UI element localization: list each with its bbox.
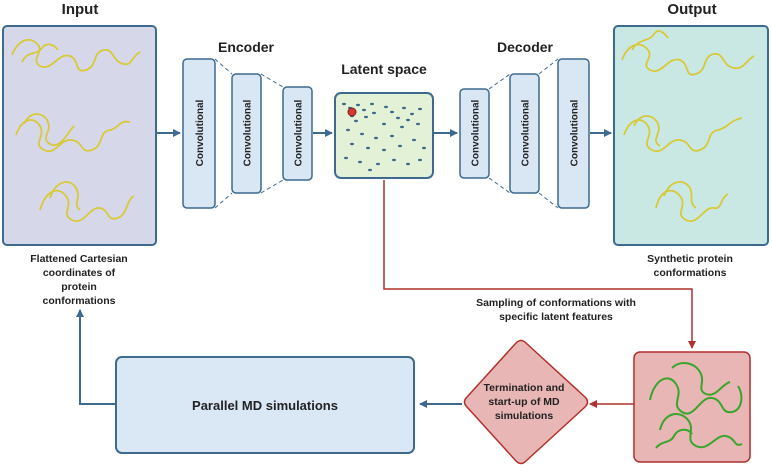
latent-heading: Latent space — [341, 61, 427, 77]
decoder-conv-label-3: Convolutional — [570, 99, 581, 166]
input-panel — [2, 25, 157, 246]
decoder-conv-label-2: Convolutional — [521, 99, 532, 166]
decoder-funnel-lines — [488, 58, 559, 209]
decoder-conv-layer-1 — [459, 88, 490, 179]
input-protein-structures — [11, 38, 141, 223]
output-caption-line-1: Synthetic protein — [647, 253, 733, 265]
encoder-conv-label-1: Convolutional — [195, 99, 206, 166]
output-caption: Synthetic protein conformations — [647, 253, 733, 279]
sampling-arrows — [383, 180, 696, 408]
decoder-conv-label-1: Convolutional — [471, 99, 482, 166]
encoder-conv-label-2: Convolutional — [243, 99, 254, 166]
input-caption-line-3: protein — [61, 281, 97, 293]
md-simulations-label: Parallel MD simulations — [192, 398, 338, 413]
latent-space-points — [342, 102, 426, 172]
encoder-heading: Encoder — [218, 39, 275, 55]
encoder-conv-layer-2 — [231, 73, 262, 194]
decoder-heading: Decoder — [497, 39, 554, 55]
termination-line-1: Termination and — [484, 382, 565, 394]
output-protein-structures — [621, 30, 755, 223]
sampled-protein-structure — [649, 362, 743, 449]
sampled-conformation-box — [633, 351, 751, 463]
sampling-caption: Sampling of conformations with specific … — [476, 297, 636, 323]
input-caption-line-2: coordinates of — [43, 267, 116, 279]
arrow-md-to-input — [76, 309, 116, 405]
latent-space-panel — [334, 92, 434, 179]
input-heading: Input — [62, 1, 99, 18]
termination-line-3: simulations — [495, 410, 554, 422]
termination-diamond — [463, 339, 589, 465]
encoder-conv-layer-1 — [182, 58, 216, 209]
input-caption-line-4: conformations — [43, 295, 116, 307]
selected-latent-point — [347, 107, 357, 117]
forward-arrows — [76, 129, 612, 408]
encoder-funnel-lines — [214, 58, 284, 209]
decoder-conv-layer-3 — [557, 58, 590, 209]
encoder-conv-label-3: Convolutional — [294, 99, 305, 166]
output-caption-line-2: conformations — [654, 267, 727, 279]
md-simulations-box — [115, 356, 415, 454]
sampling-caption-line-1: Sampling of conformations with — [476, 297, 636, 309]
termination-label: Termination and start-up of MD simulatio… — [484, 382, 565, 422]
output-panel — [613, 25, 769, 246]
input-caption: Flattened Cartesian coordinates of prote… — [30, 253, 127, 307]
decoder-conv-layer-2 — [509, 73, 540, 194]
input-caption-line-1: Flattened Cartesian — [30, 253, 127, 265]
output-heading: Output — [667, 1, 716, 18]
termination-line-2: start-up of MD — [488, 396, 560, 408]
sampling-caption-line-2: specific latent features — [499, 311, 613, 323]
encoder-conv-layer-3 — [282, 86, 313, 181]
arrow-latent-to-sampled — [383, 180, 696, 349]
